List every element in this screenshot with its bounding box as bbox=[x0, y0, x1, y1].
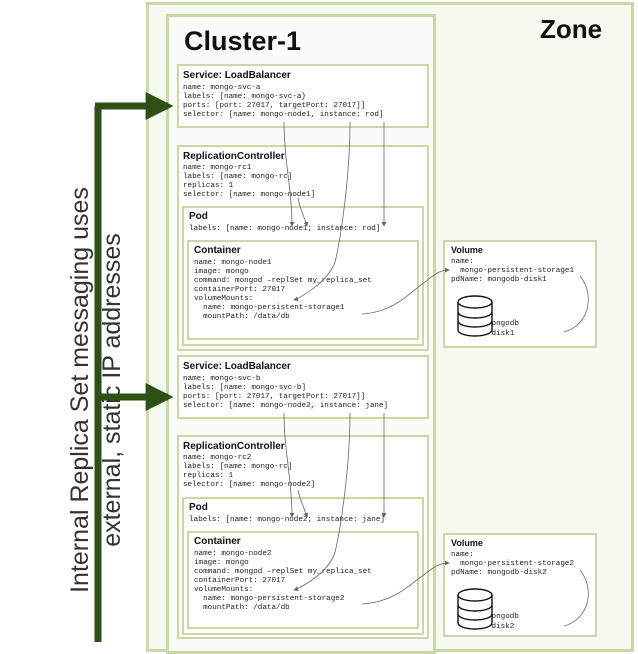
rc1-line: replicas: 1 bbox=[183, 182, 234, 190]
service-a-line: labels: [name: mongo-svc-a} bbox=[183, 93, 307, 101]
container2-line: image: mongo bbox=[194, 559, 249, 567]
disk1-label-line2: -disk1 bbox=[487, 330, 515, 338]
volume1-line: mongo-persistent-storage1 bbox=[451, 267, 575, 275]
disk1-label-line1: mongodb bbox=[487, 320, 519, 328]
zone-label: Zone bbox=[540, 14, 603, 44]
disk2-label-line1: mongodb bbox=[487, 613, 519, 621]
service-b-line: labels: [name: mongo-svc-b] bbox=[183, 384, 307, 392]
rc1-title: ReplicationController bbox=[183, 151, 285, 162]
svc-a-target-port-link bbox=[293, 121, 351, 302]
container2-line: mountPath: /data/db bbox=[194, 604, 290, 612]
pod1-title: Pod bbox=[189, 211, 208, 222]
cluster-label: Cluster-1 bbox=[184, 26, 302, 56]
volume1-title: Volume bbox=[451, 245, 483, 255]
rc2-line: name: mongo-rc2 bbox=[183, 454, 252, 462]
container1-box: Container name: mongo-node1 image: mongo… bbox=[187, 240, 419, 340]
disk2-icon bbox=[457, 588, 493, 630]
container1-line: command: mongod –replSet my_replica_set bbox=[194, 277, 372, 285]
volume1-line: pdName: mongodb-disk1 bbox=[451, 276, 547, 284]
container2-box: Container name: mongo-node2 image: mongo… bbox=[187, 531, 419, 629]
container1-line: name: mongo-persistent-storage1 bbox=[194, 304, 345, 312]
disk2-label-line2: -disk2 bbox=[487, 623, 515, 631]
rc1-to-pod1 bbox=[297, 197, 309, 227]
container2-line: command: mongod –replSet my_replica_set bbox=[194, 568, 372, 576]
volume1-line: name: bbox=[451, 258, 474, 266]
volume1-name-loop bbox=[563, 275, 589, 333]
service-a-line: name: mongo-svc-a bbox=[183, 84, 261, 92]
container2-line: containerPort: 27017 bbox=[194, 577, 286, 585]
service-b-box: Service: LoadBalancer name: mongo-svc-b … bbox=[177, 355, 429, 419]
service-a-line: selector: [name: mongo-node1, instance: … bbox=[183, 111, 384, 119]
mount2-to-volume2 bbox=[361, 560, 450, 605]
service-a-title: Service: LoadBalancer bbox=[183, 70, 291, 81]
volume2-line: name: bbox=[451, 551, 474, 559]
container1-title: Container bbox=[194, 245, 241, 256]
container2-title: Container bbox=[194, 536, 241, 547]
rc1-line: labels: [name: mongo-rc] bbox=[183, 173, 293, 181]
pod2-line: labels: [name: mongo-node2; instance: ja… bbox=[189, 516, 385, 524]
volume2-title: Volume bbox=[451, 538, 483, 548]
rc1-line: name: mongo-rc1 bbox=[183, 164, 252, 172]
container2-line: volumeMounts: bbox=[194, 586, 254, 594]
service-b-line: name: mongo-svc-b bbox=[183, 375, 261, 383]
service-a-line: ports: [port: 27017, targetPort: 27017]] bbox=[183, 102, 366, 110]
rc1-line: selector: [name: mongo-node1] bbox=[183, 191, 316, 199]
svc-b-target-port-link bbox=[293, 412, 351, 592]
volume2-line: pdName: mongodb-disk2 bbox=[451, 569, 547, 577]
rc2-to-pod2 bbox=[297, 489, 309, 518]
container1-line: containerPort: 27017 bbox=[194, 286, 286, 294]
svc-b-to-pod2-name bbox=[283, 412, 295, 518]
pod1-line: labels: [name: mongo-node1; instance: ro… bbox=[189, 225, 381, 233]
container2-line: name: mongo-node2 bbox=[194, 550, 272, 558]
svc-a-to-pod1-name bbox=[283, 121, 295, 227]
mount1-to-volume1 bbox=[361, 267, 450, 315]
rc2-line: labels: [name: mongo-rc] bbox=[183, 463, 293, 471]
volume2-name-loop bbox=[563, 569, 589, 627]
container1-line: mountPath: /data/db bbox=[194, 313, 290, 321]
volume2-box: Volume name: mongo-persistent-storage2 p… bbox=[443, 533, 597, 637]
container1-line: name: mongo-node1 bbox=[194, 259, 272, 267]
service-b-line: selector: [name: mongo-node2, instance: … bbox=[183, 402, 389, 410]
disk1-icon bbox=[457, 295, 493, 337]
container1-line: volumeMounts: bbox=[194, 295, 254, 303]
volume2-line: mongo-persistent-storage2 bbox=[451, 560, 575, 568]
service-b-title: Service: LoadBalancer bbox=[183, 361, 291, 372]
rc2-line: replicas: 1 bbox=[183, 472, 234, 480]
service-a-box: Service: LoadBalancer name: mongo-svc-a … bbox=[177, 64, 429, 128]
rc2-line: selector: [name: mongo-node2] bbox=[183, 481, 316, 489]
container2-line: name: mongo-persistent-storage2 bbox=[194, 595, 345, 603]
rc2-title: ReplicationController bbox=[183, 441, 285, 452]
service-b-line: ports: [port: 27017, targetPort: 27017]] bbox=[183, 393, 366, 401]
pod2-title: Pod bbox=[189, 502, 208, 513]
container1-line: image: mongo bbox=[194, 268, 249, 276]
